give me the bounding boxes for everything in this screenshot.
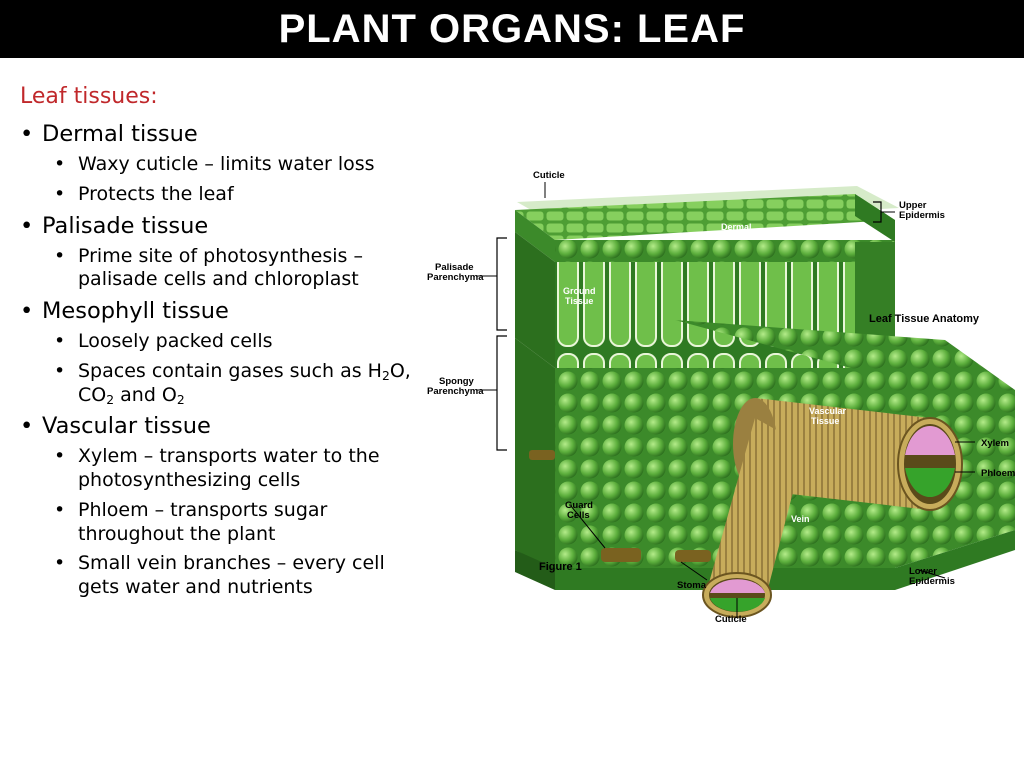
label-vein: Vein [791,514,810,524]
label-spongy-2: Parenchyma [427,386,484,397]
phloem-section [905,468,955,498]
label-dermal-2: Tissue [721,232,749,242]
label-palisade-1: Palisade [435,262,474,273]
label-anatomy: Leaf Tissue Anatomy [869,313,980,325]
bullet-glyph: • [20,121,34,147]
title-bar [0,0,1024,58]
vascular-bundle [755,398,930,510]
dermal-item-2: Protects the leaf [78,182,234,205]
sub-bullet: • Waxy cuticle – limits water loss [54,153,375,175]
label-ground-2: Tissue [565,296,593,306]
mesophyll-item-1: Loosely packed cells [78,330,273,352]
label-vascular-2: Tissue [811,416,839,426]
label-dermal-1: Dermal [721,222,752,232]
dermal-title: Dermal tissue [42,121,198,147]
label-vascular-1: Vascular [809,406,847,416]
label-stoma: Stoma [677,580,707,591]
content-column: Leaf tissues: • Dermal tissue • Waxy cut… [20,84,450,606]
xylem-section [905,425,955,455]
label-lower-1: Lower [909,566,937,577]
vein [707,418,805,600]
sub-bullet: • Spaces contain gases such as H2O, CO2 … [54,359,411,407]
upper-epidermis-front [555,240,895,262]
leaf-tissue-diagram: Cuticle Upper Epidermis Dermal Tissue Pa… [427,170,1015,625]
section-heading: Leaf tissues: [20,84,158,109]
label-guard-1: Guard [565,500,593,511]
label-phloem: Phloem [981,468,1015,479]
guard-cells [601,548,641,562]
bullet-mesophyll: • Mesophyll tissue [20,298,229,324]
label-xylem: Xylem [981,438,1009,449]
sub-bullet: • Loosely packed cells [54,330,273,352]
label-figure: Figure 1 [539,561,582,573]
label-spongy-1: Spongy [439,376,475,387]
bullet-dermal: • Dermal tissue [20,121,450,147]
slide-title: PLANT ORGANS: LEAF [278,7,746,51]
label-ground-1: Ground [563,286,596,296]
bullet-vascular: • Vascular tissue [20,413,211,440]
vascular-title: Vascular tissue [42,413,211,440]
label-cuticle-top: Cuticle [533,170,565,181]
lower-epidermis [555,530,1015,590]
sub-bullet: • Protects the leaf [54,182,234,205]
label-guard-2: Cells [567,510,590,521]
label-palisade-2: Parenchyma [427,272,484,283]
palisade-bracket [496,237,507,331]
dermal-item-1: Waxy cuticle – limits water loss [78,153,375,175]
sub-bullet: • Prime site of photosynthesis – palisad… [54,244,363,291]
label-lower-2: Epidermis [909,576,955,587]
label-upper-1: Upper [899,200,927,211]
spongy-bracket [496,335,507,451]
mesophyll-item-2: Spaces contain gases such as H2O, CO2 an… [78,359,411,407]
label-cuticle-bottom: Cuticle [715,614,747,625]
upper-epidermis-top [515,194,895,240]
palisade-item: Prime site of photosynthesis – palisade … [78,244,363,291]
mesophyll-title: Mesophyll tissue [42,298,229,324]
label-upper-2: Epidermis [899,210,945,221]
palisade-title: Palisade tissue [42,212,209,239]
bullet-palisade: • Palisade tissue [20,212,209,239]
